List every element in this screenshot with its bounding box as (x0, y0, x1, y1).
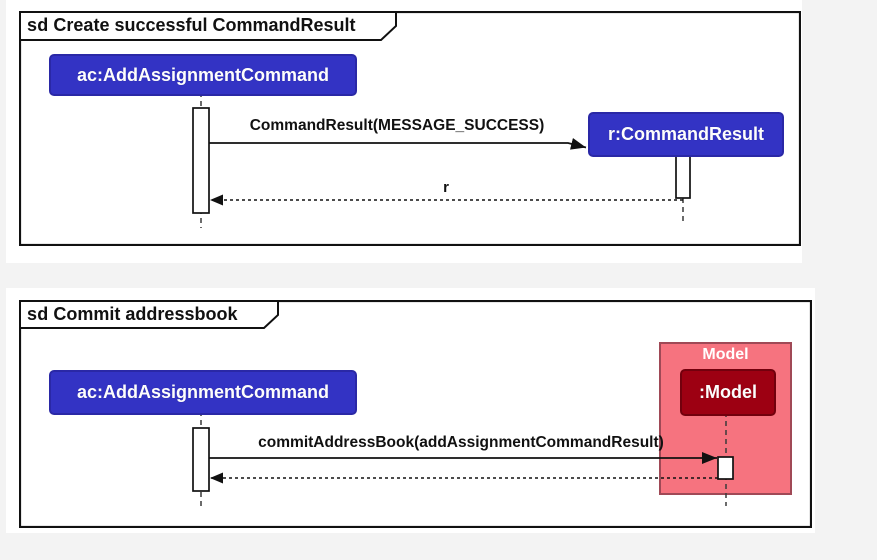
participant-label: r:CommandResult (607, 124, 764, 144)
participant-label: ac:AddAssignmentCommand (76, 64, 330, 85)
frame2-title: sd Commit addressbook (27, 304, 237, 325)
message-call-label: commitAddressBook(addAssignmentCommandRe… (258, 434, 664, 451)
participant-label: :Model (699, 382, 757, 402)
activation-bar-ac2 (192, 427, 210, 492)
frame2-title-tab-shape (19, 300, 279, 329)
participant-ac-add-assignment-command: ac:AddAssignmentCommand (49, 54, 357, 96)
frame1-keyword: sd (27, 15, 49, 35)
message-return-label: r (443, 179, 449, 196)
frame2-title-text: Commit addressbook (53, 304, 238, 324)
frame2-border (19, 300, 812, 528)
frame-create-command-result: sd Create successful CommandResult ac:Ad… (19, 11, 801, 246)
frame2-keyword: sd (27, 304, 49, 324)
frame1-title-tab-shape (19, 11, 397, 41)
model-group-label: Model (702, 346, 749, 363)
frame-commit-addressbook: Model (19, 300, 812, 528)
message-create-arrow (209, 138, 587, 150)
participant-r-command-result: r:CommandResult (588, 112, 784, 157)
frame2-lines-svg (19, 300, 812, 528)
participant-model: :Model (680, 369, 776, 416)
frame1-title-text: Create successful CommandResult (53, 15, 356, 35)
participant-label: ac:AddAssignmentCommand (76, 382, 330, 402)
frame1-title: sd Create successful CommandResult (27, 15, 356, 36)
participant-ac-add-assignment-command-2: ac:AddAssignmentCommand (49, 370, 357, 415)
activation-bar-ac (192, 107, 210, 214)
activation-bar-model (717, 456, 734, 480)
message-create-label: CommandResult(MESSAGE_SUCCESS) (249, 117, 545, 134)
